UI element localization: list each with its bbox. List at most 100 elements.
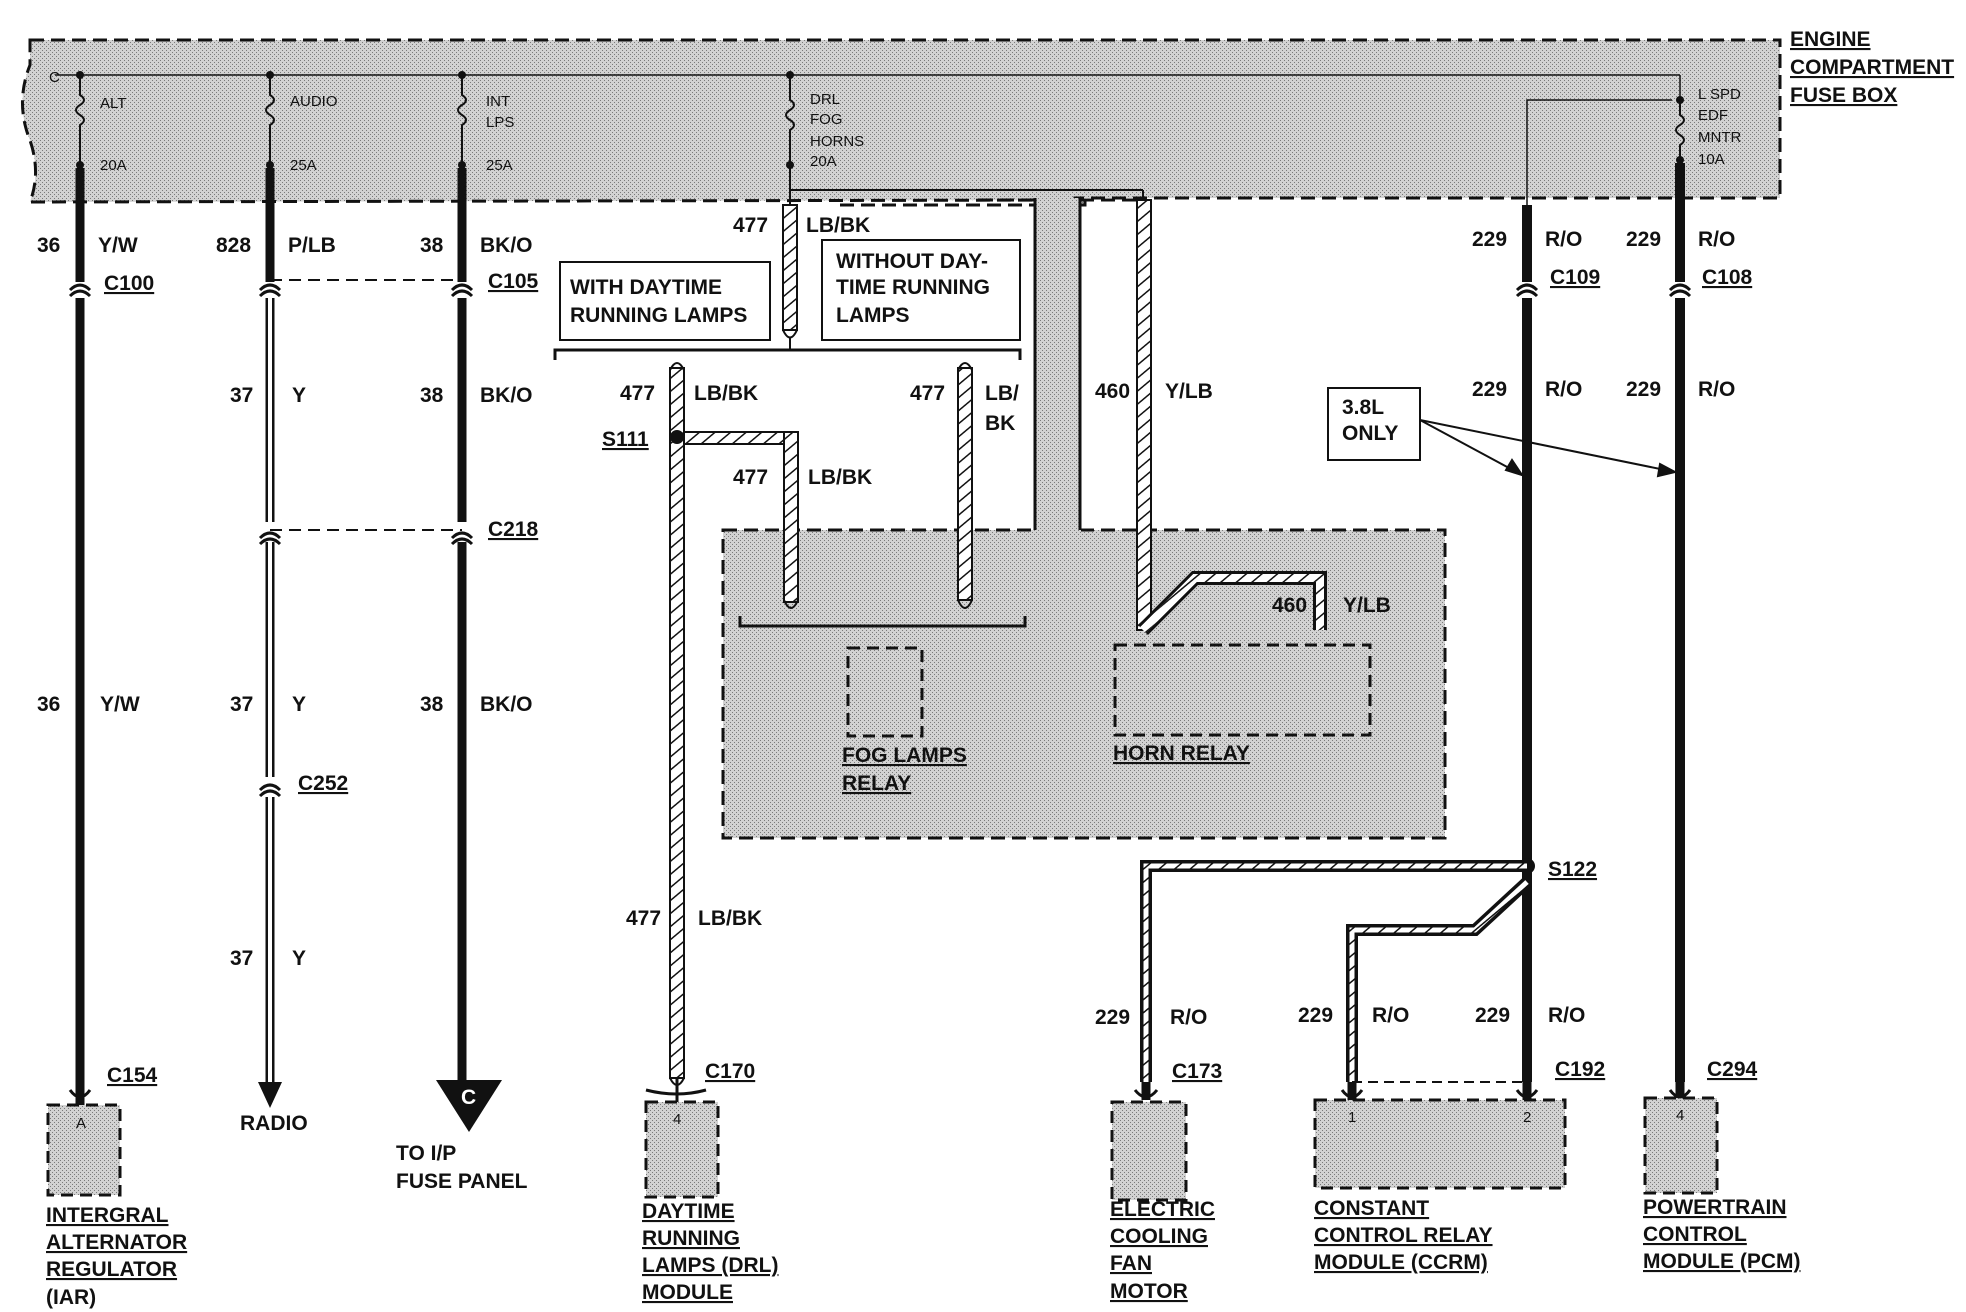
fuse-audio-rating: 25A	[290, 157, 317, 174]
wire-audio-2-num: 37	[230, 693, 253, 716]
pcm-label-1: POWERTRAIN	[1643, 1196, 1787, 1219]
wire-horn-num: 460	[1095, 380, 1130, 403]
wire-229-mid1-num: 229	[1472, 378, 1507, 401]
note-38l-line1: 3.8L	[1342, 396, 1384, 419]
connector-c109: C109	[1550, 266, 1600, 289]
connector-c252: C252	[298, 772, 348, 795]
fuse-drl-fog-horns: DRL FOG HORNS 20A	[785, 71, 864, 170]
wire-drl-module-color: LB/BK	[698, 907, 762, 930]
wire-229-mid2-color: R/O	[1698, 378, 1735, 401]
wire-229-mid2-num: 229	[1626, 378, 1661, 401]
wire-audio-2-color: Y	[292, 693, 306, 716]
splice-s122: S122	[1548, 858, 1597, 881]
splice-s111: S111	[602, 428, 649, 451]
ip-fuse-arrow	[436, 1080, 502, 1132]
wire-audio-top-num: 828	[216, 234, 251, 257]
wire-audio-1-num: 37	[230, 384, 253, 407]
wire-38-int-lps: C	[436, 168, 502, 1132]
connector-c192: C192	[1555, 1058, 1605, 1081]
fuse-box-title-line2: COMPARTMENT	[1790, 56, 1954, 79]
fuse-audio-label: AUDIO	[290, 93, 338, 110]
note-with-drl-line1: WITH DAYTIME	[570, 276, 722, 299]
fan-motor-label-1: ELECTRIC	[1110, 1198, 1215, 1221]
fuse-audio: AUDIO 25A	[265, 71, 338, 174]
wire-460-horn	[790, 189, 1327, 635]
wire-229-fan-color: R/O	[1170, 1006, 1207, 1029]
connector-c173: C173	[1172, 1060, 1222, 1083]
drl-module-box	[644, 1100, 720, 1199]
fuse-lspd-rating: 10A	[1698, 151, 1725, 168]
note-without-drl-line1: WITHOUT DAY-	[836, 250, 988, 273]
fog-lamps-relay-box	[846, 646, 924, 738]
note-38l-box	[1327, 387, 1421, 461]
wire-alt-top-num: 36	[37, 234, 60, 257]
wire-229-fan-num: 229	[1095, 1006, 1130, 1029]
fuse-alt-rating: 20A	[100, 157, 127, 174]
iar-label-2: ALTERNATOR	[46, 1231, 187, 1254]
wire-229-c109-color: R/O	[1545, 228, 1582, 251]
ip-fuse-label-2: FUSE PANEL	[396, 1170, 528, 1193]
wire-audio-3-color: Y	[292, 947, 306, 970]
note-38l-line2: ONLY	[1342, 422, 1398, 445]
wire-int-2-color: BK/O	[480, 693, 533, 716]
wire-alt-mid-color: Y/W	[100, 693, 140, 716]
wire-drl-with-num: 477	[620, 382, 655, 405]
wire-229-ccrm1-color: R/O	[1372, 1004, 1409, 1027]
fuse-alt-label: ALT	[100, 95, 126, 112]
radio-arrow	[258, 1082, 282, 1108]
connector-c105: C105	[488, 270, 539, 293]
connector-c100: C100	[104, 272, 154, 295]
wire-drl-top-color: LB/BK	[806, 214, 870, 237]
wire-horn-color: Y/LB	[1165, 380, 1213, 403]
fuse-int-lps: INT LPS 25A	[457, 71, 514, 174]
wire-alt-mid-num: 36	[37, 693, 60, 716]
fuse-int-label: INT	[486, 93, 510, 110]
module-boxes	[46, 1078, 1719, 1202]
engine-compartment-fuse-box: C	[20, 38, 1782, 207]
wire-audio-1-color: Y	[292, 384, 306, 407]
ccrm-label-3: MODULE (CCRM)	[1314, 1251, 1488, 1274]
wire-int-top-color: BK/O	[480, 234, 533, 257]
fuse-alt: ALT 20A	[75, 71, 127, 174]
ccrm-label-1: CONSTANT	[1314, 1197, 1429, 1220]
pcm-box	[1643, 1096, 1719, 1195]
pcm-label-2: CONTROL	[1643, 1223, 1747, 1246]
wire-drl-with-color: LB/BK	[694, 382, 758, 405]
ip-fuse-arrow-letter: C	[461, 1086, 476, 1109]
ccrm-pin-1: 1	[1348, 1109, 1356, 1126]
fuse-box-corner-mark: C	[49, 69, 60, 86]
wire-drl-without-color-2: BK	[985, 412, 1015, 435]
iar-label-1: INTERGRAL	[46, 1204, 169, 1227]
wire-int-2-num: 38	[420, 693, 444, 716]
connector-shapes	[68, 283, 1692, 798]
wire-229-c108-num: 229	[1626, 228, 1661, 251]
wire-audio-3-num: 37	[230, 947, 253, 970]
fog-lamps-relay-label-2: RELAY	[842, 772, 911, 795]
wire-229-ccrm	[1140, 205, 1535, 1083]
wire-229-ccrm1-num: 229	[1298, 1004, 1333, 1027]
wire-229-c108-color: R/O	[1698, 228, 1735, 251]
iar-label-3: REGULATOR	[46, 1258, 177, 1281]
splice-s111-dot	[670, 430, 684, 444]
wire-drl-fog-num: 477	[733, 466, 768, 489]
wire-drl-module-num: 477	[626, 907, 661, 930]
fuse-drl-rating: 20A	[810, 153, 837, 170]
wire-229-mid1-color: R/O	[1545, 378, 1582, 401]
connector-c170: C170	[705, 1060, 755, 1083]
fuse-lps-label: LPS	[486, 114, 514, 131]
iar-label-4: (IAR)	[46, 1286, 96, 1309]
drl-module-label-3: LAMPS (DRL)	[642, 1254, 778, 1277]
pcm-label-3: MODULE (PCM)	[1643, 1250, 1800, 1273]
fuse-lspd-label: L SPD	[1698, 86, 1741, 103]
wire-drl-without-color-1: LB/	[985, 382, 1019, 405]
connector-c218: C218	[488, 518, 539, 541]
wire-int-1-color: BK/O	[480, 384, 533, 407]
fuse-box-title-line1: ENGINE	[1790, 28, 1871, 51]
fuse-box-title-line3: FUSE BOX	[1790, 84, 1897, 107]
wire-horn-relay-num: 460	[1272, 594, 1307, 617]
note-with-drl-line2: RUNNING LAMPS	[570, 304, 747, 327]
connector-c154: C154	[107, 1064, 158, 1087]
fan-motor-label-2: COOLING	[1110, 1225, 1208, 1248]
note-without-drl-line3: LAMPS	[836, 304, 910, 327]
